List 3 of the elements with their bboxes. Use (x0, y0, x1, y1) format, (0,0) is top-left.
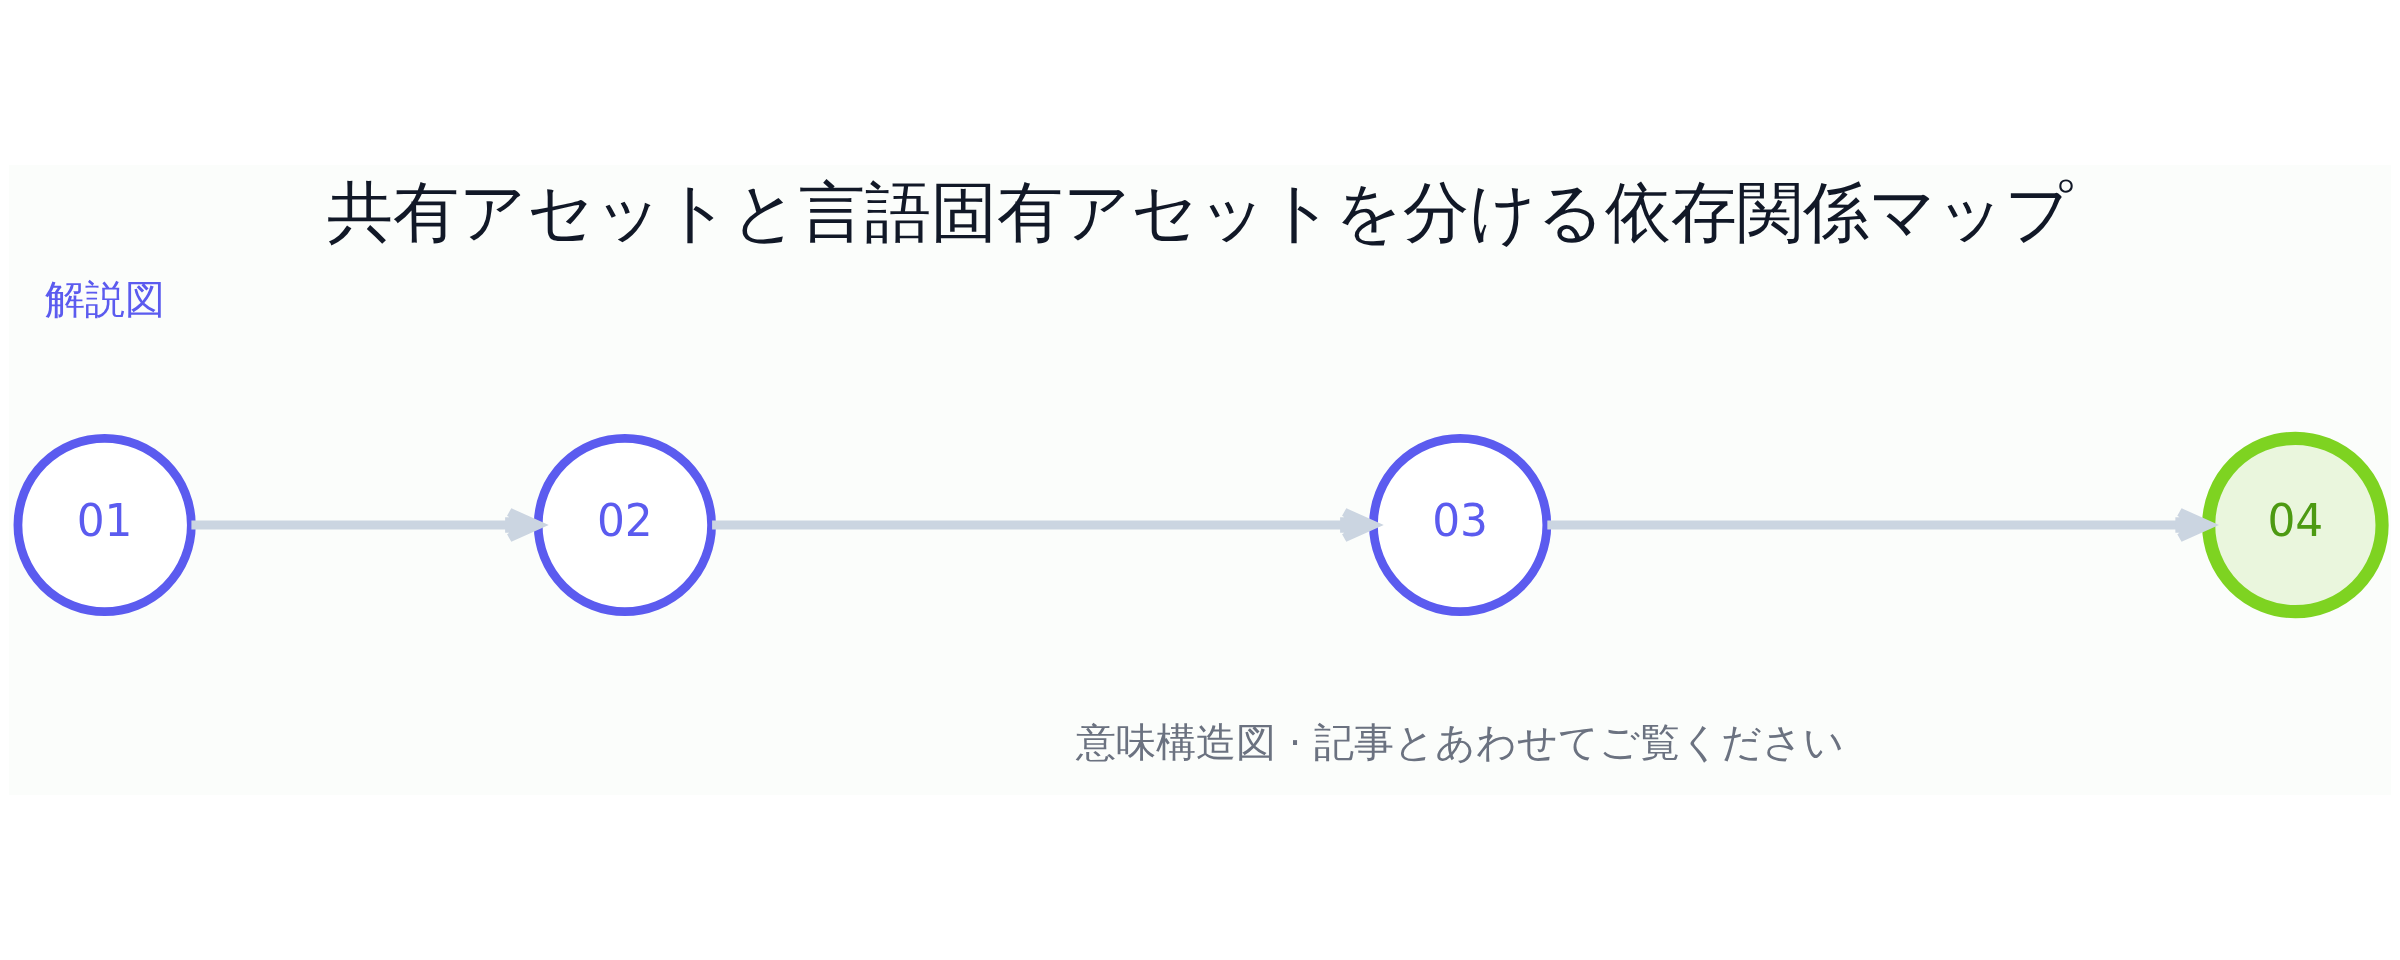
diagram-title: 共有アセットと言語固有アセットを分ける依存関係マップ (327, 174, 2073, 252)
label: 解説図 (44, 275, 165, 322)
caption: 意味構造図 · 記事とあわせてご覧ください (1076, 719, 1844, 766)
